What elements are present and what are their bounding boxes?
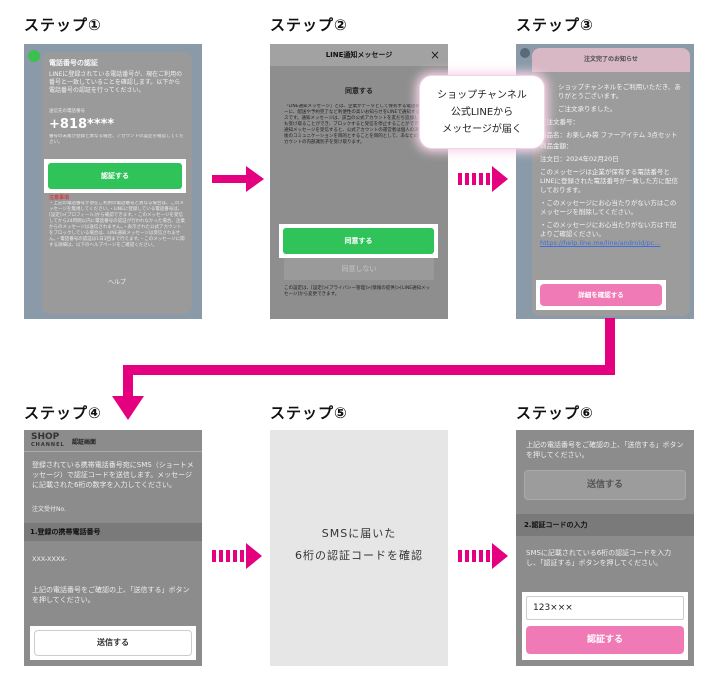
help-url-link[interactable]: https://help.line.me/line/android/pc... — [540, 239, 661, 247]
callout-bubble: ショップチャンネル 公式LINEから メッセージが届く — [420, 76, 544, 148]
help-link[interactable]: ヘルプ — [107, 279, 126, 286]
delete-notice: ・このメッセージにお心当たりがない方はこのメッセージを削除してください。 — [540, 199, 677, 216]
step-3-screenshot: 注文完了のお知らせ ショップチャンネルをご利用いただき、ありがとうございます。 … — [516, 44, 694, 319]
sms-check-line-1: SMSに届いた — [321, 527, 397, 540]
order-message-header: 注文完了のお知らせ — [532, 48, 690, 72]
bubble-line-2: 公式LINEから — [450, 107, 514, 118]
step-6-label: ステップ⑥ — [516, 404, 594, 422]
bubble-line-3: メッセージが届く — [442, 124, 522, 135]
thanks-text: ショップチャンネルをご利用いただき、ありがとうございます。 — [558, 83, 681, 100]
step-1-label: ステップ① — [24, 16, 102, 34]
step-2-label: ステップ② — [270, 16, 348, 34]
striped-arrow-icon — [458, 166, 508, 192]
check-notice: ・このメッセージにお心当たりがない方は下記よりご確認ください。 — [540, 221, 677, 238]
registered-phone: XXX-XXXX- — [32, 555, 67, 563]
close-icon[interactable]: × — [429, 48, 440, 62]
send-button[interactable]: 送信する — [524, 470, 686, 500]
verify-note: 番号の末尾が登録と異なる場合、アカウントの設定を確認してください。 — [49, 134, 184, 145]
verify-body: LINEに登録されている電話番号が、現在ご利用の番号と一致していることを確認しま… — [49, 71, 183, 94]
settings-note: この設定は、[設定]>[プライバシー管理]>[情報の提供]>[LINE通知メッセ… — [284, 286, 431, 297]
order-date: 注文日：2024年02月20日 — [540, 155, 619, 163]
send-confirm-text: 上記の電話番号をご確認の上、「送信する」ボタンを押してください。 — [526, 441, 684, 459]
details-button-highlight: 詳細を確認する — [536, 280, 666, 310]
notification-title: LINE通知メッセージ — [325, 51, 393, 59]
step-5-panel: SMSに届いた 6桁の認証コードを確認 — [270, 430, 448, 666]
code-entry-highlight: 123××× 認証する — [522, 592, 688, 660]
shop-channel-logo: SHOP CHANNEL — [31, 433, 65, 449]
send-button-highlight: 送信する — [30, 626, 196, 660]
connector-arrow-icon — [112, 318, 615, 420]
product-price: 商品金額： — [540, 142, 573, 150]
logo-top: SHOP — [31, 432, 60, 442]
striped-arrow-icon — [212, 543, 262, 569]
disagree-button[interactable]: 同意しない — [284, 258, 434, 280]
phone-label: 送信先の電話番号 — [49, 109, 85, 114]
step-2-screenshot: LINE通知メッセージ × 同意する 「LINE通知メッセージ」とは、企業がデー… — [270, 44, 448, 319]
sms-instructions: 登録されている携帯電話番号宛にSMS（ショートメッセージ）で認証コードを送信しま… — [32, 461, 194, 489]
striped-arrow-icon — [458, 543, 508, 569]
consent-body: 「LINE通知メッセージ」とは、企業がデータとして保有する電話番号をキーに、配送… — [284, 104, 434, 145]
code-section-header: 2.認証コードの入力 — [516, 514, 694, 536]
avatar — [520, 48, 530, 58]
order-received: ご注文承りました。 — [558, 105, 617, 113]
code-instructions: SMSに記載されている6桁の認証コードを入力し、「認証する」ボタンを押してくださ… — [526, 549, 672, 567]
logo-bottom: CHANNEL — [31, 442, 65, 448]
step-6-screenshot: 上記の電話番号をご確認の上、「送信する」ボタンを押してください。 送信する 2.… — [516, 430, 694, 666]
sms-check-line-2: 6桁の認証コードを確認 — [295, 549, 423, 562]
step-1-screenshot: 電話番号の認証 LINEに登録されている電話番号が、現在ご利用の番号と一致してい… — [24, 44, 202, 319]
auth-screen-title: 認証画面 — [72, 439, 97, 446]
phone-number: +818**** — [49, 117, 115, 132]
agree-button-highlight: 同意する — [279, 224, 438, 258]
verify-title: 電話番号の認証 — [49, 59, 98, 67]
phone-section-header: 1.登録の携帯電話番号 — [24, 523, 202, 541]
caution-text: ・上記の電話番号が現在ご利用の電話番号と異なる場合は、このメッセージを無視してく… — [49, 201, 185, 248]
product-name: 商品名：お楽しみ袋 ファーアイテム 3点セット — [540, 131, 678, 139]
caution-title: 注意事項 — [49, 195, 70, 201]
consent-title: 同意する — [345, 87, 373, 95]
authenticate-button[interactable]: 認証する — [526, 626, 684, 654]
view-details-button[interactable]: 詳細を確認する — [540, 284, 662, 306]
shop-header: SHOP CHANNEL 認証画面 — [24, 430, 202, 452]
step-3-label: ステップ③ — [516, 16, 594, 34]
bubble-line-1: ショップチャンネル — [437, 90, 527, 101]
verify-button[interactable]: 認証する — [48, 163, 182, 189]
order-number: ご注文番号： — [540, 118, 579, 126]
agree-button[interactable]: 同意する — [283, 228, 434, 254]
message-notice: このメッセージは企業が保有する電話番号とLINEに登録された電話番号が一致した方… — [540, 168, 679, 194]
step-5-label: ステップ⑤ — [270, 404, 348, 422]
send-button[interactable]: 送信する — [34, 630, 192, 656]
order-message-card: 注文完了のお知らせ ショップチャンネルをご利用いただき、ありがとうございます。 … — [532, 48, 690, 316]
arrow-right-icon — [212, 166, 264, 192]
code-input[interactable]: 123××× — [526, 596, 684, 620]
step-4-screenshot: SHOP CHANNEL 認証画面 登録されている携帯電話番号宛にSMS（ショー… — [24, 430, 202, 666]
send-confirm-text: 上記の電話番号をご確認の上、「送信する」ボタンを押してください。 — [32, 586, 190, 604]
step-4-label: ステップ④ — [24, 404, 102, 422]
notification-header: LINE通知メッセージ × — [270, 44, 448, 66]
verify-button-highlight: 認証する — [44, 159, 186, 193]
order-number-label: 注文受付No. — [32, 506, 66, 513]
line-app-icon — [28, 50, 40, 62]
